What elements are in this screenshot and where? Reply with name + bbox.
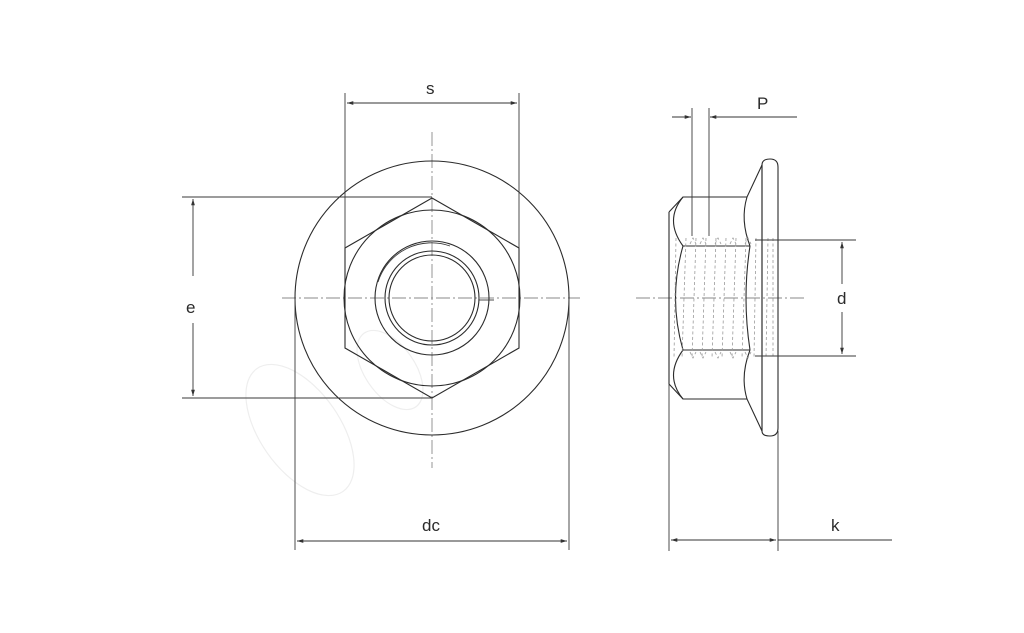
dimension-k: [668, 384, 892, 551]
label-k: k: [831, 516, 840, 535]
chamfer-circle: [343, 209, 521, 387]
label-e: e: [186, 298, 196, 317]
side-view: [636, 108, 806, 437]
hidden-thread-lines: [673, 237, 774, 359]
countersink-circle: [374, 240, 490, 356]
dimension-s: [344, 93, 520, 248]
thread-start-arc: [377, 242, 451, 283]
label-p: P: [757, 94, 769, 113]
thread-major-circle: [384, 250, 480, 346]
flange-profile: [761, 158, 779, 437]
label-d: d: [837, 289, 847, 308]
dimension-e: [182, 196, 432, 399]
front-view: [282, 132, 580, 468]
label-dc: dc: [422, 516, 440, 535]
dimension-dc: [294, 298, 570, 550]
label-s: s: [426, 79, 435, 98]
thread-minor-circle: [388, 254, 476, 342]
watermark: [245, 329, 424, 497]
dimension-d: [755, 239, 856, 357]
